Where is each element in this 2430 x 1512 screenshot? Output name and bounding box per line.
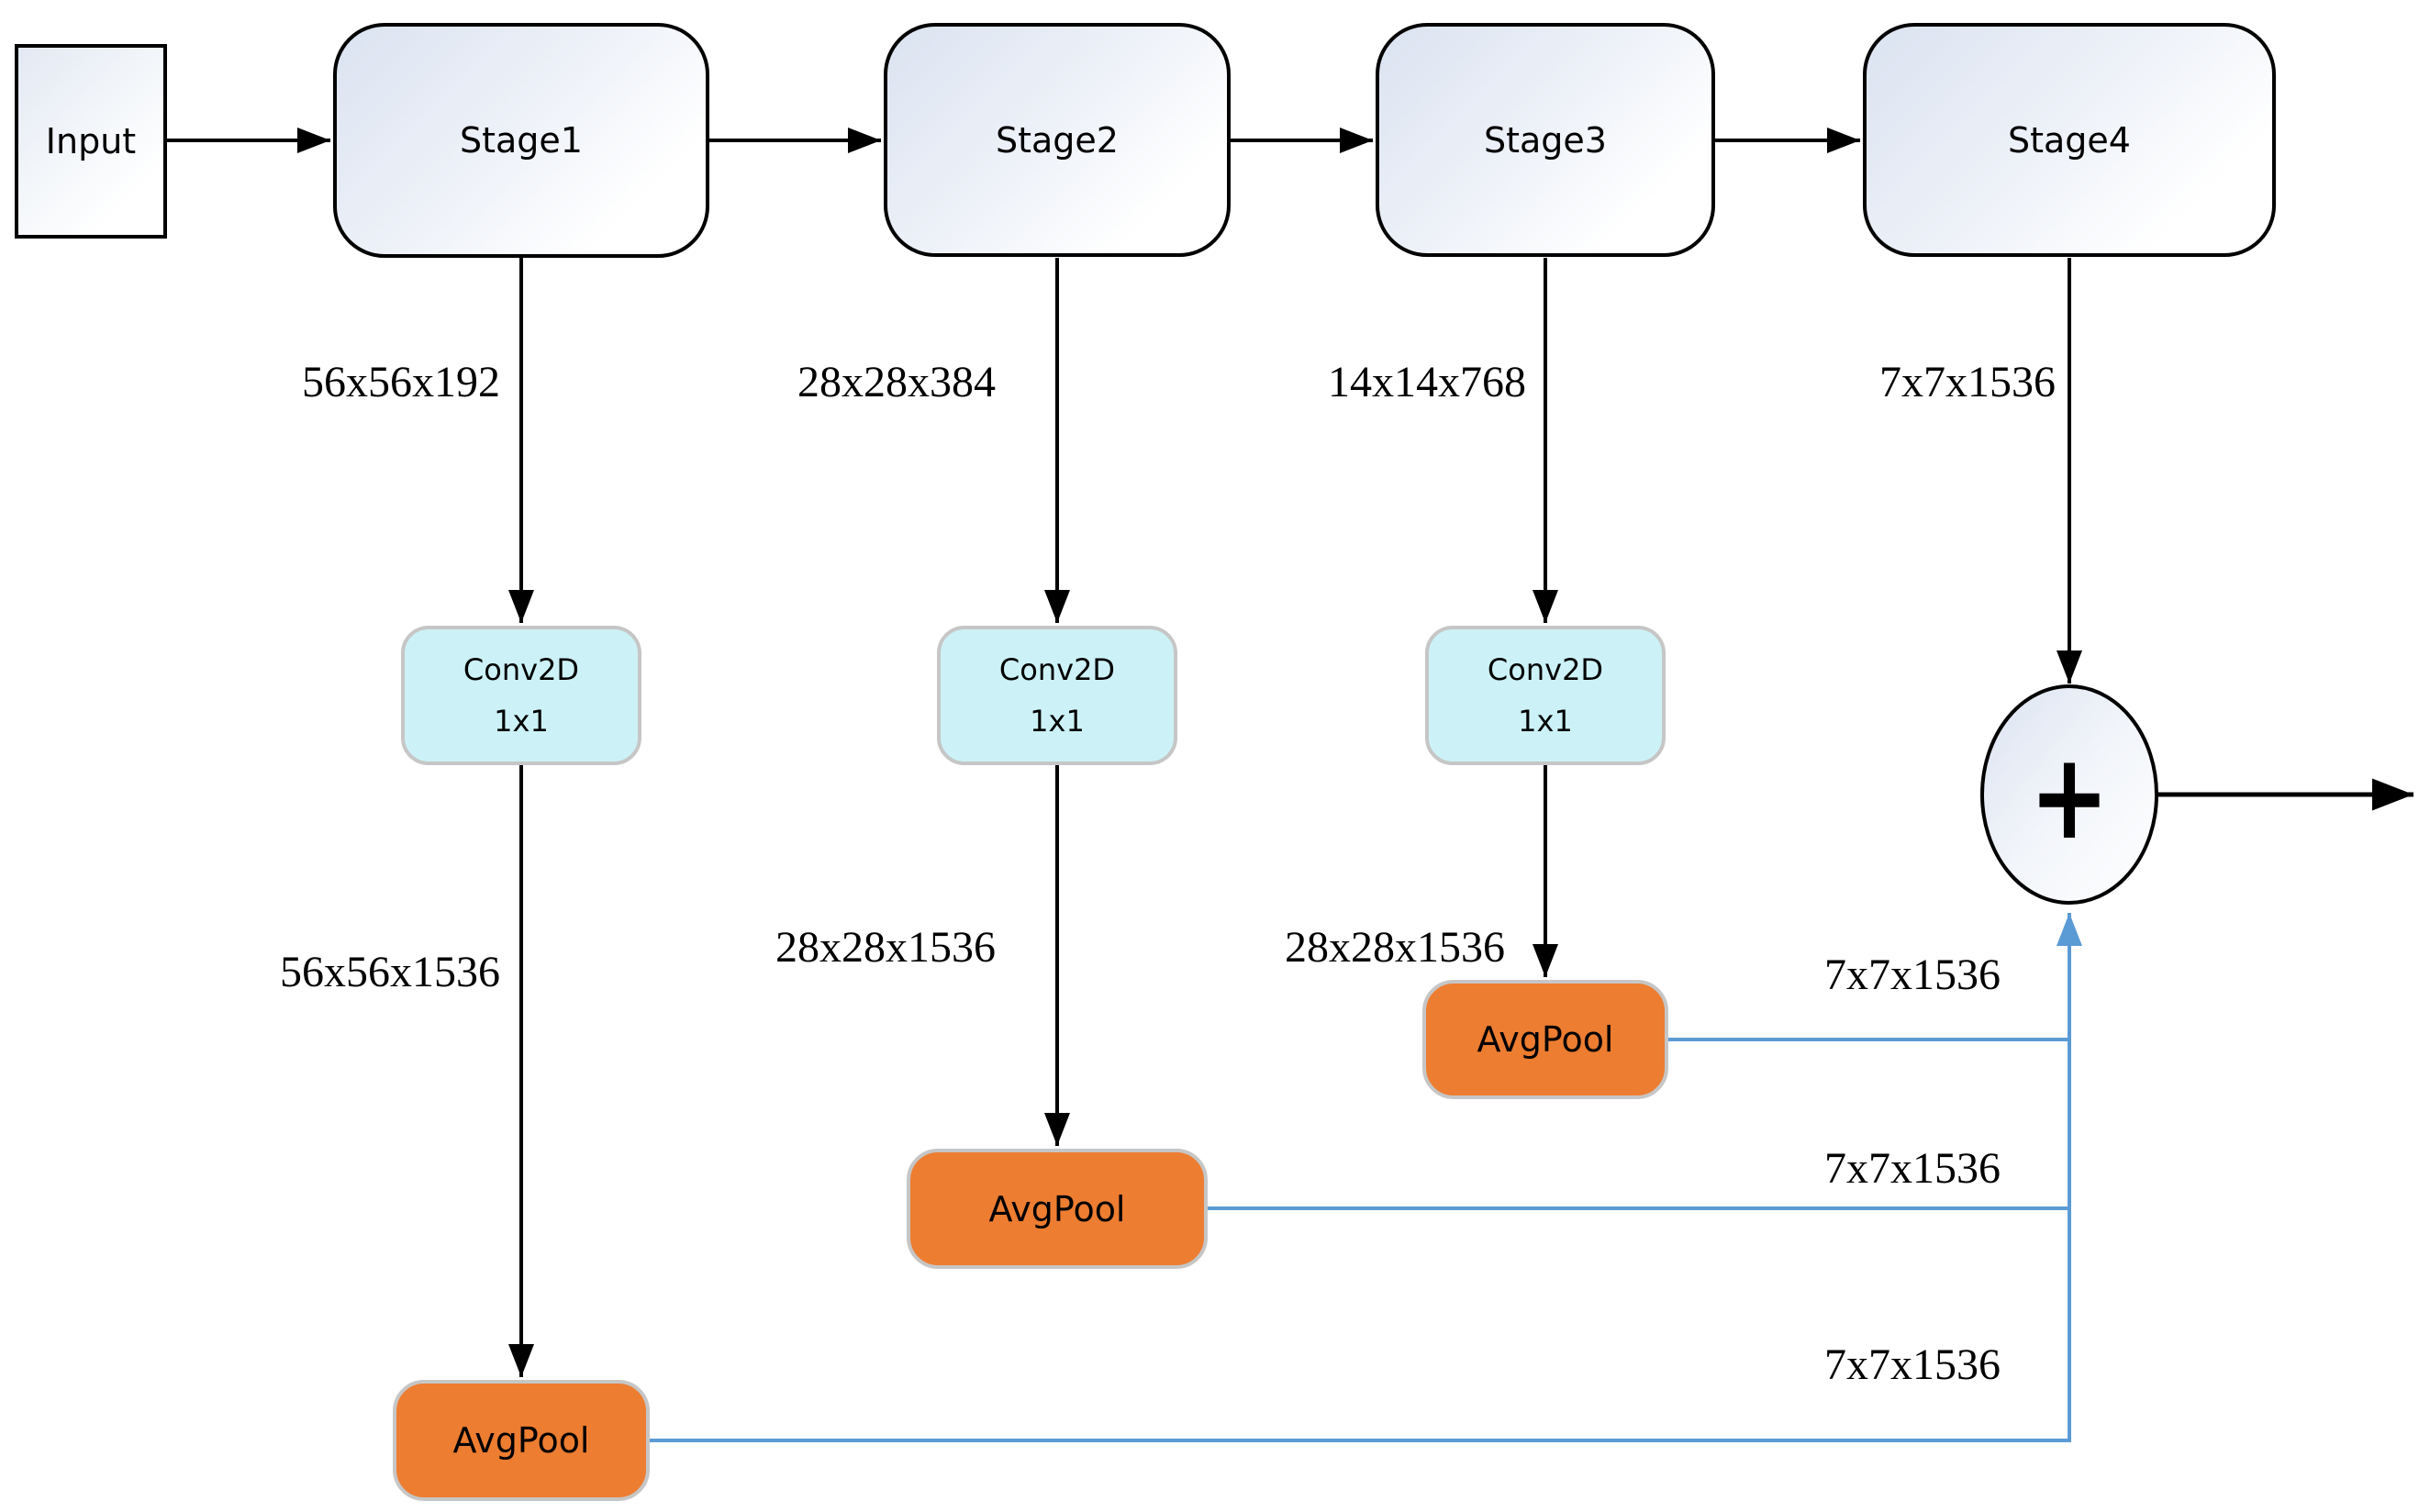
- node-avgpool-stage1: AvgPool: [393, 1380, 650, 1501]
- label-branch-stage3-dim: 7x7x1536: [1824, 951, 2001, 999]
- sum-plus-sign: +: [2029, 726, 2110, 867]
- label-conv3-output-dim: 28x28x1536: [1285, 923, 1505, 972]
- node-conv1: Conv2D 1x1: [401, 626, 641, 765]
- conv2-kernel: 1x1: [1030, 704, 1085, 739]
- node-stage3-label: Stage3: [1484, 119, 1607, 161]
- label-branch-stage1-dim: 7x7x1536: [1824, 1340, 2001, 1389]
- node-stage3: Stage3: [1376, 23, 1715, 257]
- label-branch-stage2-dim: 7x7x1536: [1824, 1144, 2001, 1193]
- label-conv2-output-dim: 28x28x1536: [775, 923, 996, 972]
- label-stage2-output-dim: 28x28x384: [797, 358, 996, 406]
- node-stage1-label: Stage1: [460, 120, 583, 161]
- label-stage4-output-dim: 7x7x1536: [1879, 358, 2056, 406]
- conv3-title: Conv2D: [1487, 652, 1604, 687]
- conv1-kernel: 1x1: [494, 704, 549, 739]
- label-stage1-output-dim: 56x56x192: [302, 358, 500, 406]
- avgpool2-label: AvgPool: [988, 1188, 1126, 1229]
- node-stage4-label: Stage4: [2008, 119, 2131, 161]
- node-stage1: Stage1: [333, 23, 709, 258]
- node-stage2: Stage2: [884, 23, 1231, 257]
- conv2-title: Conv2D: [998, 652, 1116, 687]
- avgpool3-label: AvgPool: [1477, 1019, 1614, 1060]
- label-stage3-output-dim: 14x14x768: [1328, 358, 1526, 406]
- node-conv2: Conv2D 1x1: [937, 626, 1177, 765]
- conv1-title: Conv2D: [463, 652, 580, 687]
- avgpool1-label: AvgPool: [452, 1420, 590, 1461]
- node-avgpool-stage3: AvgPool: [1422, 980, 1668, 1099]
- branch-line-stage1-to-sum: [650, 913, 2082, 1442]
- node-conv3: Conv2D 1x1: [1425, 626, 1666, 765]
- node-input: Input: [15, 44, 167, 239]
- label-conv1-output-dim: 56x56x1536: [280, 948, 500, 996]
- node-stage4: Stage4: [1863, 23, 2276, 257]
- node-stage2-label: Stage2: [996, 119, 1119, 161]
- node-avgpool-stage2: AvgPool: [907, 1149, 1208, 1269]
- node-input-label: Input: [45, 121, 137, 161]
- conv3-kernel: 1x1: [1518, 704, 1573, 739]
